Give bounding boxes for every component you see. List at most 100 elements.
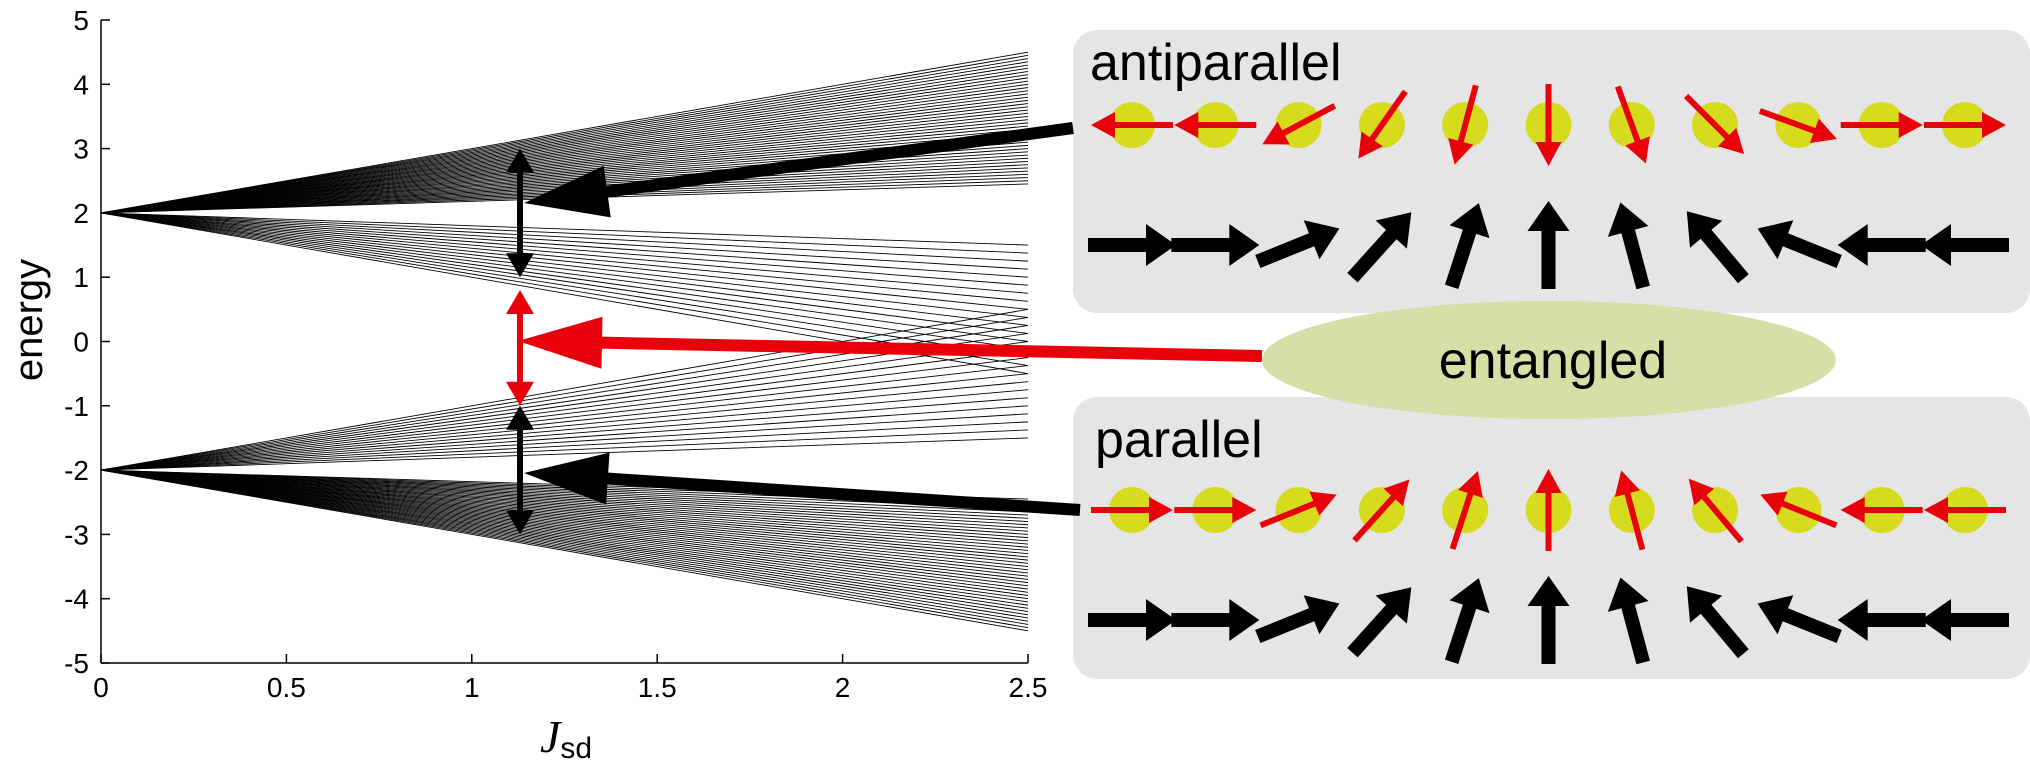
antiparallel-pointer-arrow bbox=[524, 122, 1074, 218]
energy-level-line bbox=[100, 212, 1029, 278]
x-tick-label: 1.5 bbox=[638, 672, 677, 703]
energy-level-line bbox=[100, 333, 1029, 471]
black-spin-arrow bbox=[1527, 576, 1570, 664]
energy-level-line bbox=[100, 469, 1029, 571]
red-spin-arrow bbox=[1683, 93, 1745, 154]
energy-level-line bbox=[100, 109, 1029, 214]
energy-level-line bbox=[100, 151, 1029, 214]
energy-level-line bbox=[100, 469, 1029, 545]
black-spin-arrow bbox=[1088, 599, 1176, 641]
energy-level-line bbox=[100, 469, 1029, 584]
red-spin-arrow bbox=[1840, 112, 1923, 138]
energy-level-line bbox=[100, 103, 1029, 214]
y-tick-label: 1 bbox=[73, 262, 89, 293]
black-spin-arrow bbox=[1921, 599, 2009, 641]
energy-level-line bbox=[100, 51, 1029, 214]
energy-level-line bbox=[100, 212, 1029, 262]
red-spin-arrow bbox=[1448, 84, 1479, 165]
red-spin-arrow bbox=[1259, 491, 1337, 529]
energy-level-line bbox=[100, 357, 1029, 471]
energy-level-line bbox=[100, 469, 1029, 542]
energy-level-line bbox=[100, 373, 1029, 471]
y-tick-label: 0 bbox=[73, 327, 89, 358]
energy-level-line bbox=[100, 469, 1029, 619]
energy-level-line bbox=[100, 212, 1029, 302]
y-tick-label: 2 bbox=[73, 198, 89, 229]
energy-level-line bbox=[100, 212, 1029, 246]
energy-level-line bbox=[100, 54, 1029, 214]
energy-level-line bbox=[100, 122, 1029, 214]
black-spin-arrow bbox=[1921, 224, 2009, 266]
parallel-black-spins bbox=[1088, 576, 2009, 665]
x-tick-label: 1 bbox=[464, 672, 480, 703]
red-spin-arrow bbox=[1535, 469, 1562, 551]
energy-level-line bbox=[100, 112, 1029, 214]
black-spin-arrow bbox=[1527, 201, 1570, 289]
energy-level-line bbox=[100, 74, 1029, 214]
energy-level-line bbox=[100, 421, 1029, 471]
red-spin-arrow bbox=[1924, 112, 2006, 138]
energy-level-line bbox=[100, 429, 1029, 471]
energy-level-line bbox=[100, 77, 1029, 214]
energy-level-line bbox=[100, 397, 1029, 471]
red-spin-arrow bbox=[1174, 497, 1257, 523]
energy-level-line bbox=[100, 119, 1029, 214]
energy-level-line bbox=[100, 389, 1029, 471]
black-spin-arrow bbox=[1255, 220, 1340, 268]
x-tick-label: 0 bbox=[93, 672, 109, 703]
energy-level-line bbox=[100, 469, 1029, 629]
energy-level-line bbox=[100, 212, 1029, 326]
upper-gap-arrow bbox=[506, 148, 535, 278]
energy-level-line bbox=[100, 106, 1029, 214]
energy-level-line bbox=[100, 212, 1029, 254]
energy-level-line bbox=[100, 99, 1029, 214]
energy-level-line bbox=[100, 469, 1029, 535]
entangled-gap-arrow bbox=[506, 290, 535, 406]
energy-level-line bbox=[100, 132, 1029, 214]
energy-level-line bbox=[100, 469, 1029, 532]
parallel-red-spins bbox=[1091, 469, 2006, 551]
energy-level-line bbox=[100, 469, 1029, 548]
entangled-ellipse bbox=[1262, 301, 1836, 419]
black-spin-arrow bbox=[1686, 211, 1749, 284]
black-spin-arrow bbox=[1171, 599, 1260, 641]
x-tick-label: 2 bbox=[835, 672, 851, 703]
antiparallel-red-spins bbox=[1091, 84, 2006, 166]
energy-level-line bbox=[100, 212, 1029, 367]
energy-level-line bbox=[100, 135, 1029, 214]
entangled-pointer-arrow bbox=[518, 316, 1263, 369]
black-spin-arrow bbox=[1444, 578, 1490, 665]
red-spin-arrow bbox=[1535, 84, 1562, 166]
red-spin-arrow bbox=[1924, 497, 2006, 523]
energy-level-line bbox=[100, 469, 1029, 622]
energy-level-line bbox=[100, 67, 1029, 214]
parallel-title: parallel bbox=[1095, 411, 1263, 469]
y-tick-label: 3 bbox=[73, 134, 89, 165]
antiparallel-black-spins bbox=[1088, 201, 2009, 290]
energy-level-line bbox=[100, 212, 1029, 270]
pointer-arrows bbox=[518, 122, 1263, 516]
energy-level-line bbox=[100, 405, 1029, 471]
y-tick-label: -1 bbox=[64, 391, 89, 422]
energy-level-line bbox=[100, 212, 1029, 350]
red-spin-arrow bbox=[1358, 89, 1408, 159]
red-spin-arrow bbox=[1352, 479, 1410, 543]
black-spin-arrow bbox=[1757, 220, 1842, 268]
energy-level-line bbox=[100, 413, 1029, 471]
energy-level-line bbox=[100, 469, 1029, 519]
energy-level-line bbox=[100, 212, 1029, 286]
energy-level-line bbox=[100, 469, 1029, 561]
red-spin-arrow bbox=[1091, 112, 1173, 138]
energy-level-line bbox=[100, 212, 1029, 318]
black-spin-arrow bbox=[1088, 224, 1176, 266]
energy-level-line bbox=[100, 80, 1029, 214]
x-tick-label: 0.5 bbox=[267, 672, 306, 703]
red-spin-arrow bbox=[1174, 112, 1257, 138]
energy-level-line bbox=[100, 469, 1029, 609]
black-spin-arrow bbox=[1347, 212, 1412, 283]
y-tick-label: -3 bbox=[64, 519, 89, 550]
y-tick-label: -2 bbox=[64, 455, 89, 486]
black-spin-arrow bbox=[1837, 599, 1926, 641]
red-spin-arrow bbox=[1614, 470, 1646, 551]
